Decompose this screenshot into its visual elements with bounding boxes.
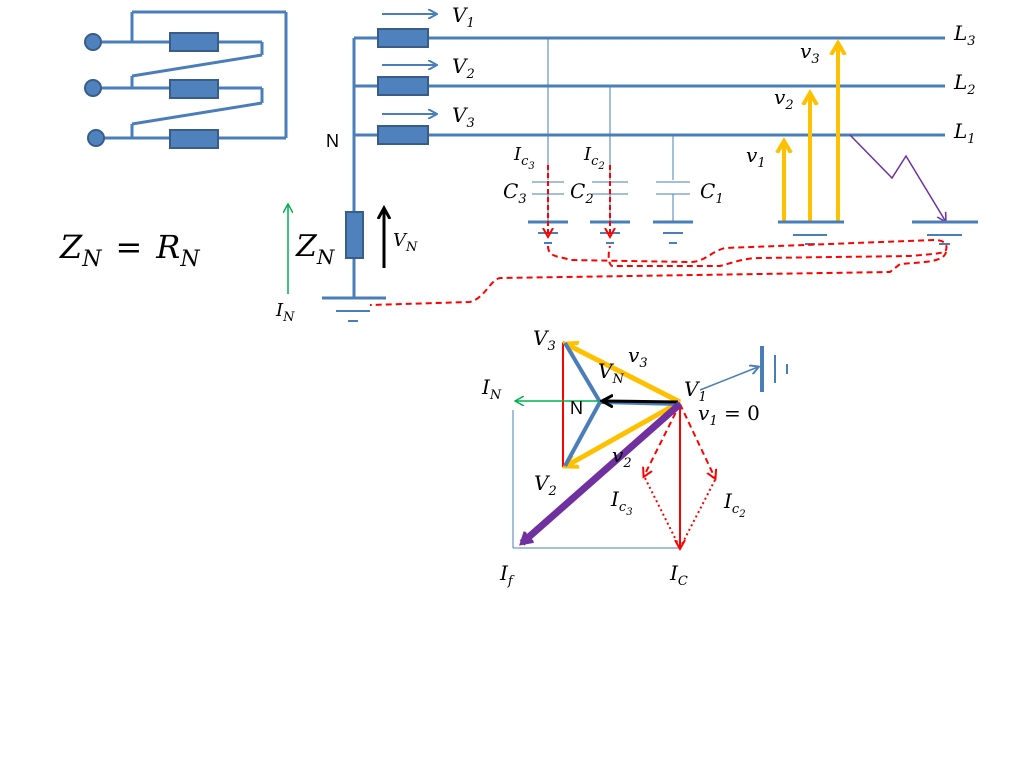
phasor-label-Ic3: Ic3 bbox=[610, 487, 633, 518]
source-resistors bbox=[345, 28, 429, 259]
phasor-label-v3: v3 bbox=[628, 343, 648, 371]
phasor-label-V1: V1 bbox=[684, 377, 707, 405]
label-V3: V3 bbox=[452, 103, 475, 131]
phasor-star-V3 bbox=[563, 341, 602, 404]
fault-ground bbox=[912, 220, 978, 245]
phasor-label-If: If bbox=[499, 561, 515, 589]
label-C1: C1 bbox=[700, 179, 724, 207]
ground-voltage-arrows bbox=[784, 46, 838, 222]
label-ZN: ZN bbox=[295, 229, 336, 269]
phasor-parallelogram-a bbox=[644, 477, 681, 549]
label-V1: V1 bbox=[452, 3, 475, 31]
label-VN: VN bbox=[393, 230, 418, 255]
terminal-1 bbox=[84, 33, 102, 51]
voltage-ground bbox=[778, 220, 844, 245]
fault-path bbox=[849, 134, 946, 222]
capacitor-taps bbox=[547, 38, 674, 180]
label-IN: IN bbox=[275, 300, 295, 325]
phasor-label-VN: VN bbox=[598, 359, 624, 387]
phasor-if bbox=[522, 401, 683, 546]
phasor-ic3 bbox=[644, 403, 681, 476]
label-Ic2: Ic2 bbox=[583, 144, 605, 172]
label-v3: v3 bbox=[800, 39, 820, 67]
label-v1: v1 bbox=[746, 143, 766, 171]
generator-resistors bbox=[169, 32, 219, 149]
neutral-impedance bbox=[345, 211, 364, 259]
winding-resistor-2 bbox=[169, 79, 219, 99]
phasor-label-IC: IC bbox=[669, 561, 688, 589]
label-L3: L3 bbox=[953, 21, 976, 49]
phasor-label-N: N bbox=[570, 398, 583, 418]
source-resistor-3 bbox=[377, 125, 429, 145]
return-current-paths bbox=[369, 238, 948, 306]
terminal-3 bbox=[87, 129, 105, 147]
phasor-label-V2: V2 bbox=[534, 471, 557, 499]
network-lines bbox=[322, 36, 945, 322]
capacitor-current-arrows bbox=[548, 165, 610, 236]
phasor-ic2 bbox=[679, 403, 715, 478]
terminal-2 bbox=[84, 79, 102, 97]
phasor-ground-ref-arrow bbox=[699, 367, 758, 391]
label-V2: V2 bbox=[452, 54, 475, 82]
winding-resistor-1 bbox=[169, 32, 219, 52]
label-C2: C2 bbox=[570, 179, 594, 207]
phasor-label-Ic2: Ic2 bbox=[723, 489, 746, 520]
label-Ic3: Ic3 bbox=[513, 144, 535, 172]
source-resistor-1 bbox=[377, 28, 429, 48]
generator-windings bbox=[93, 10, 288, 140]
label-C3: C3 bbox=[503, 179, 527, 207]
generator-terminals bbox=[84, 33, 105, 147]
label-neutral: N bbox=[326, 131, 339, 151]
phasor-label-v1-zero: v1 = 0 bbox=[698, 401, 760, 429]
phasor-label-IN: IN bbox=[481, 375, 502, 403]
phasor-label-v2: v2 bbox=[612, 443, 632, 471]
source-resistor-2 bbox=[377, 76, 429, 96]
label-L2: L2 bbox=[953, 70, 976, 98]
phasor-vn bbox=[604, 401, 679, 402]
label-L1: L1 bbox=[953, 119, 976, 147]
phasor-diagram bbox=[512, 341, 788, 549]
phasor-label-V3: V3 bbox=[533, 326, 556, 354]
phasor-parallelogram-b bbox=[679, 479, 716, 549]
phasor-v2 bbox=[568, 399, 682, 465]
source-equation: ZN=RN bbox=[59, 228, 200, 272]
label-v2: v2 bbox=[774, 85, 794, 113]
phasor-v3 bbox=[568, 345, 682, 405]
winding-resistor-3 bbox=[169, 129, 219, 149]
phasor-star-V2 bbox=[563, 401, 602, 467]
source-voltage-arrows bbox=[382, 14, 436, 114]
